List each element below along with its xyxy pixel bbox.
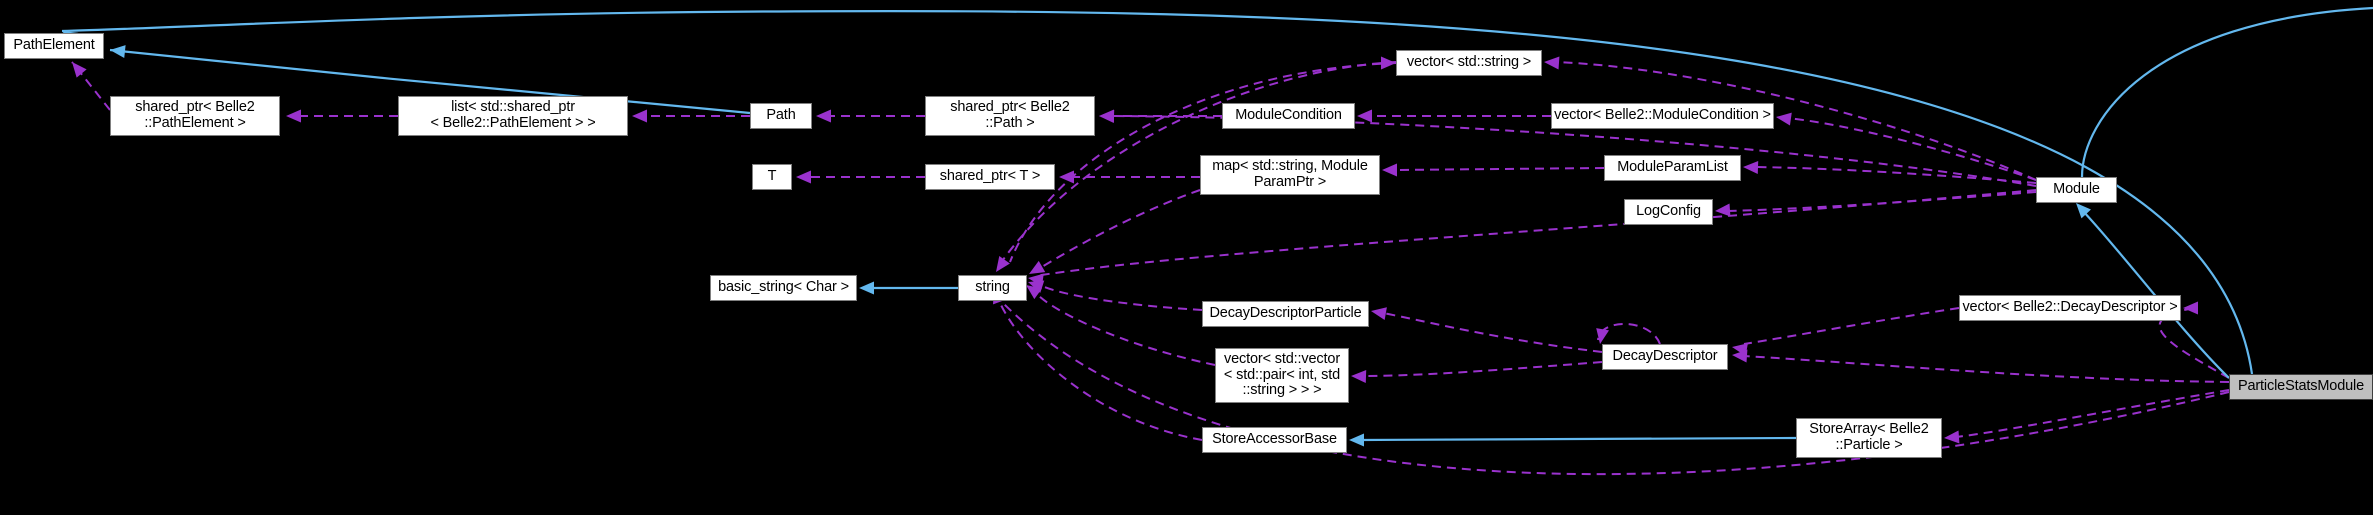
- edge-particlestats-to-module: [2081, 209, 2230, 379]
- edge-particlestats-to-pathelement: [61, 9, 2254, 375]
- node-path[interactable]: Path: [750, 103, 812, 129]
- node-t[interactable]: T: [752, 164, 792, 190]
- node-sp_pathelement[interactable]: shared_ptr< Belle2 ::PathElement >: [110, 96, 280, 136]
- node-label: DecayDescriptor: [1612, 348, 1718, 365]
- node-ddparticle[interactable]: DecayDescriptorParticle: [1202, 301, 1369, 327]
- arrowhead-moduleparamlist-to-map_mpp: [1382, 163, 1397, 177]
- node-label: ParticleStatsModule: [2237, 378, 2365, 395]
- node-label: vector< Belle2::ModuleCondition >: [1554, 107, 1771, 124]
- node-vec_vec_pair[interactable]: vector< std::vector < std::pair< int, st…: [1215, 348, 1349, 403]
- arrowhead-particlestats-to-module: [2076, 203, 2091, 219]
- arrowhead-particlestats-to-decaydescriptor: [1732, 349, 1748, 363]
- node-label: T: [767, 168, 777, 185]
- arrowhead-vec_vec_pair-to-string: [1026, 285, 1042, 300]
- node-label: ModuleParamList: [1617, 159, 1728, 176]
- node-vec_dd[interactable]: vector< Belle2::DecayDescriptor >: [1959, 295, 2181, 321]
- arrowhead-module-to-sp_path: [1099, 110, 1115, 124]
- edge-vec_vec_pair-to-string: [1034, 291, 1216, 366]
- edge-storeaccessorbase-to-string: [994, 289, 1203, 441]
- node-label: Path: [766, 107, 796, 124]
- arrowhead-module-to-logconfig: [1715, 203, 1731, 217]
- node-label: vector< Belle2::DecayDescriptor >: [1962, 299, 2178, 316]
- node-label: vector< std::vector < std::pair< int, st…: [1223, 351, 1341, 399]
- arrowhead-path-to-pathelement: [110, 45, 126, 59]
- node-label: shared_ptr< T >: [939, 168, 1041, 185]
- edge-sp_pathelement-to-pathelement: [71, 61, 111, 111]
- arrowhead-module-to-vec_string: [1544, 56, 1560, 70]
- node-label: vector< std::string >: [1406, 54, 1532, 71]
- node-label: map< std::string, Module ParamPtr >: [1212, 158, 1368, 190]
- node-particlestats[interactable]: ParticleStatsModule: [2229, 374, 2373, 400]
- edge-moduleparamlist-to-map_mpp: [1393, 167, 1605, 171]
- node-sp_t[interactable]: shared_ptr< T >: [925, 164, 1055, 190]
- arrowhead-module-to-string: [1028, 273, 1044, 287]
- node-moduleparamlist[interactable]: ModuleParamList: [1604, 155, 1741, 181]
- node-storearray_part[interactable]: StoreArray< Belle2 ::Particle >: [1796, 418, 1942, 458]
- node-decaydescriptor[interactable]: DecayDescriptor: [1602, 344, 1728, 370]
- edge-module-to-string: [1034, 189, 2037, 277]
- node-vec_string[interactable]: vector< std::string >: [1396, 50, 1542, 76]
- edge-decaydescriptor-to-vec_vec_pair: [1362, 361, 1603, 377]
- arrowhead-vec_dd-to-decaydescriptor: [1732, 343, 1748, 357]
- node-modulecondition[interactable]: ModuleCondition: [1222, 103, 1355, 129]
- node-storeaccessorbase[interactable]: StoreAccessorBase: [1202, 427, 1347, 453]
- edge-module-to-moduleparamlist: [1754, 166, 2037, 184]
- arrowhead-ddparticle-to-string: [1028, 280, 1045, 293]
- edge-particlestats-to-storearray_part: [1955, 389, 2230, 438]
- node-list_sp_pe[interactable]: list< std::shared_ptr < Belle2::PathElem…: [398, 96, 628, 136]
- node-label: PathElement: [13, 37, 95, 54]
- arrowhead-module-to-moduleparamlist: [1743, 161, 1759, 175]
- node-module[interactable]: Module: [2036, 177, 2117, 203]
- arrowhead-vec_string-to-string: [1381, 56, 1396, 70]
- edge-vec_dd-to-decaydescriptor: [1743, 307, 1960, 345]
- node-label: ModuleCondition: [1235, 107, 1342, 124]
- arrowhead-string-to-basic_string: [859, 281, 874, 295]
- arrowhead-sp_t-to-t: [796, 170, 811, 184]
- edge-module-to-vec_modcond: [1787, 117, 2037, 181]
- node-label: list< std::shared_ptr < Belle2::PathElem…: [430, 99, 596, 131]
- node-vec_modcond[interactable]: vector< Belle2::ModuleCondition >: [1551, 103, 1774, 129]
- arrowhead-storearray_part-to-storeaccessorbase: [1349, 433, 1364, 447]
- node-label: string: [975, 279, 1010, 296]
- node-label: StoreArray< Belle2 ::Particle >: [1809, 421, 1929, 453]
- arrowhead-decaydescriptor-to-vec_vec_pair: [1351, 370, 1367, 384]
- arrowhead-map_mpp-to-sp_t: [1059, 170, 1074, 184]
- arrowhead-decaydescriptor-to-decaydescriptor: [1596, 328, 1610, 344]
- arrowhead-sp_path-to-path: [816, 109, 831, 123]
- node-map_mpp[interactable]: map< std::string, Module ParamPtr >: [1200, 155, 1380, 195]
- node-label: shared_ptr< Belle2 ::Path >: [950, 99, 1070, 131]
- arrowhead-particlestats-to-vec_dd: [2183, 301, 2198, 315]
- arrowhead-module-to-vec_modcond: [1776, 112, 1792, 126]
- node-label: DecayDescriptorParticle: [1209, 305, 1362, 322]
- edge-map_mpp-to-string: [1039, 189, 1201, 269]
- node-label: StoreAccessorBase: [1212, 431, 1337, 448]
- arrowhead-sp_pathelement-to-pathelement: [72, 62, 87, 78]
- node-label: LogConfig: [1636, 203, 1701, 220]
- edge-module-to-module_top: [2080, 6, 2373, 178]
- arrowhead-vec_modcond-to-modulecondition: [1357, 109, 1372, 123]
- node-label: shared_ptr< Belle2 ::PathElement >: [135, 99, 255, 131]
- node-label: Module: [2053, 181, 2100, 198]
- arrowhead-map_mpp-to-string: [1029, 260, 1046, 274]
- node-pathelement[interactable]: PathElement: [4, 33, 104, 59]
- node-basic_string[interactable]: basic_string< Char >: [710, 275, 857, 301]
- node-logconfig[interactable]: LogConfig: [1624, 199, 1713, 225]
- arrowhead-list_sp_pe-to-sp_pathelement: [286, 109, 301, 123]
- edge-storearray_part-to-storeaccessorbase: [1360, 436, 1797, 442]
- arrowhead-particlestats-to-storearray_part: [1944, 430, 1960, 444]
- arrowhead-modulecondition-to-sp_path: [1099, 109, 1114, 123]
- node-string[interactable]: string: [958, 275, 1027, 301]
- node-label: basic_string< Char >: [718, 279, 849, 296]
- edge-particlestats-to-string: [999, 299, 2230, 476]
- edge-module-to-logconfig: [1726, 191, 2037, 212]
- edge-decaydescriptor-to-decaydescriptor: [1597, 323, 1661, 345]
- edge-particlestats-to-decaydescriptor: [1743, 355, 2230, 383]
- edge-ddparticle-to-string: [1039, 284, 1203, 311]
- arrowhead-decaydescriptor-to-ddparticle: [1371, 307, 1387, 321]
- arrowhead-vec_string-to-string: [996, 255, 1010, 272]
- edge-decaydescriptor-to-ddparticle: [1382, 312, 1603, 353]
- arrowhead-path-to-list_sp_pe: [632, 109, 647, 123]
- node-sp_path[interactable]: shared_ptr< Belle2 ::Path >: [925, 96, 1095, 136]
